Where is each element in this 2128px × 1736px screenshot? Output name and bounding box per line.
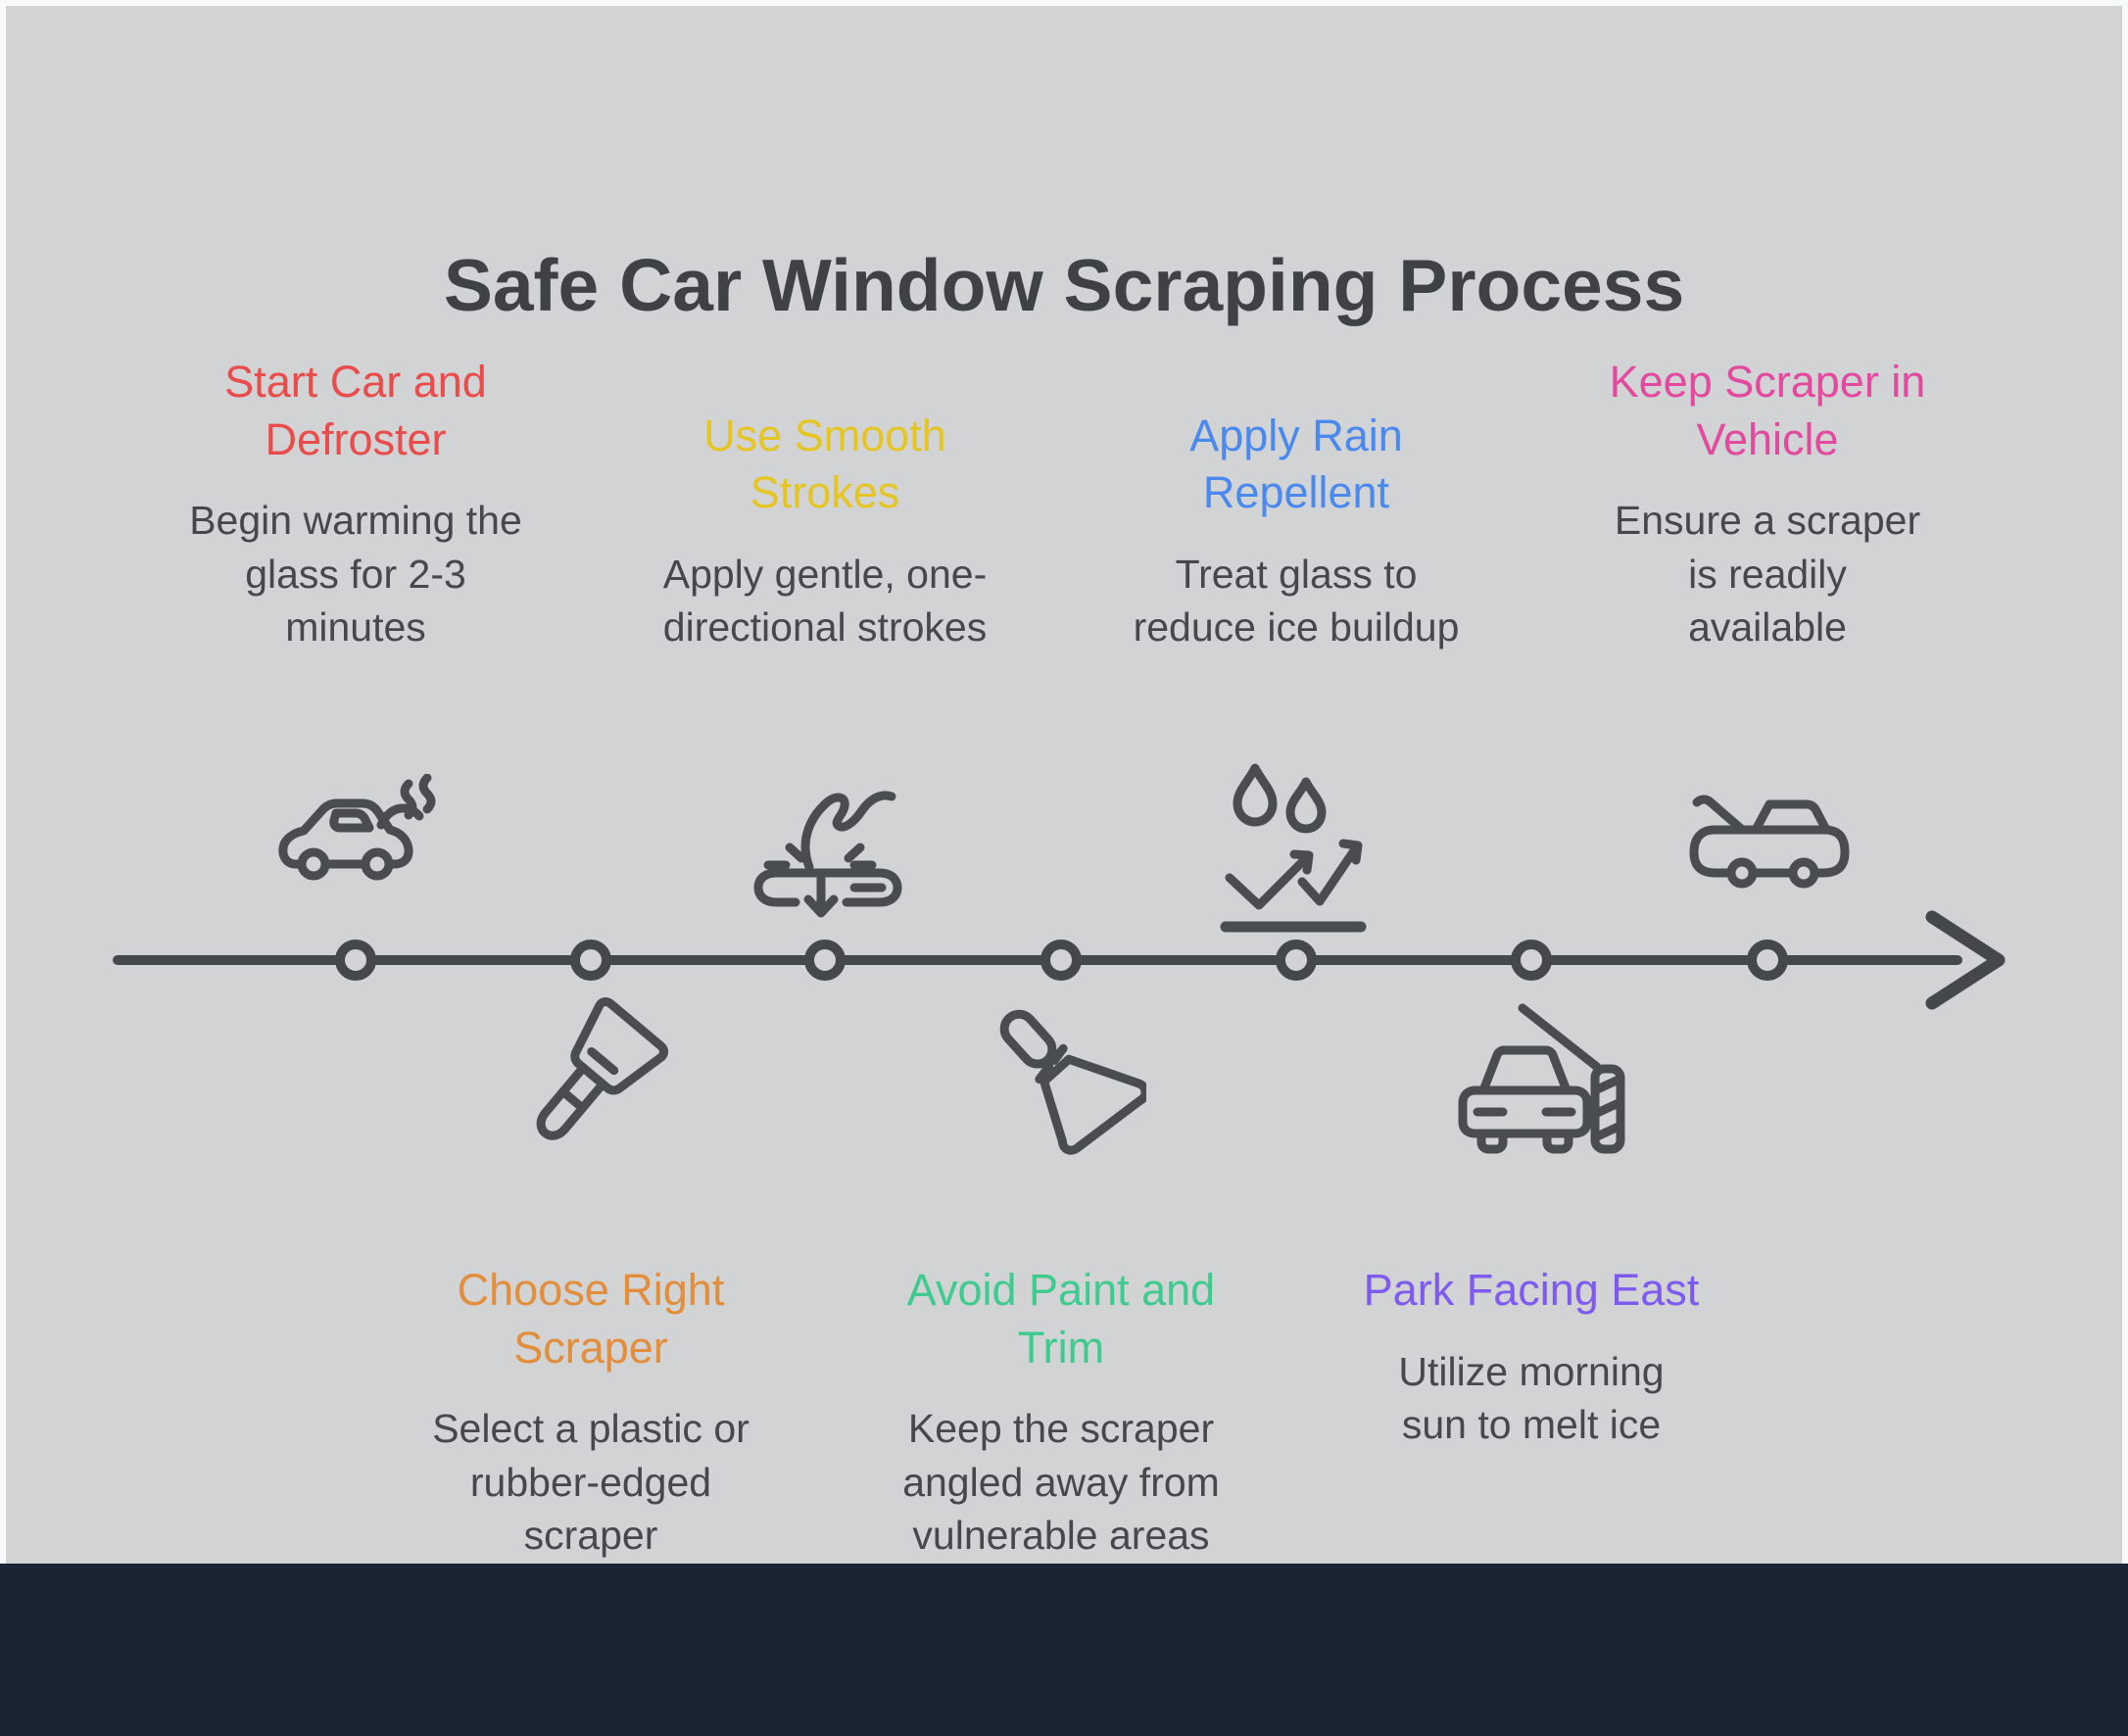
timeline-node [1276, 940, 1317, 981]
timeline-node [804, 940, 846, 981]
step-avoid-paint-and-trim: Avoid Paint and Trim Keep the scraper an… [855, 1262, 1267, 1563]
step-title: Keep Scraper in Vehicle [1609, 357, 1926, 464]
footer-bar [0, 1564, 2128, 1736]
step-title: Choose Right Scraper [457, 1265, 725, 1373]
step-title: Park Facing East [1363, 1265, 1700, 1315]
step-title: Avoid Paint and Trim [906, 1265, 1216, 1373]
rain-repellent-icon [1212, 747, 1378, 938]
step-keep-scraper-in-vehicle: Keep Scraper in Vehicle Ensure a scraper… [1562, 354, 1973, 654]
parking-barrier-icon [1440, 994, 1626, 1171]
step-title: Apply Rain Repellent [1189, 410, 1403, 518]
infographic-panel [6, 6, 2122, 1564]
step-title: Start Car and Defroster [224, 357, 487, 464]
car-defroster-icon [275, 774, 442, 901]
putty-knife-icon [980, 989, 1146, 1166]
step-description: Begin warming the glass for 2-3 minutes [189, 498, 522, 651]
open-trunk-car-icon [1681, 777, 1858, 894]
step-use-smooth-strokes: Use Smooth Strokes Apply gentle, one-dir… [619, 408, 1031, 654]
step-description: Select a plastic or rubber-edged scraper [432, 1406, 750, 1559]
step-start-car-and-defroster: Start Car and Defroster Begin warming th… [150, 354, 561, 654]
timeline [113, 910, 2006, 1010]
timeline-arrowhead-icon [1925, 910, 2006, 1010]
page-title: Safe Car Window Scraping Process [443, 244, 1685, 327]
step-apply-rain-repellent: Apply Rain Repellent Treat glass to redu… [1090, 408, 1502, 654]
step-description: Apply gentle, one-directional strokes [662, 551, 988, 651]
smooth-strokes-icon [745, 757, 911, 924]
step-description: Utilize morning sun to melt ice [1398, 1348, 1665, 1448]
step-description: Keep the scraper angled away from vulner… [902, 1406, 1220, 1559]
step-description: Treat glass to reduce ice buildup [1133, 551, 1460, 651]
timeline-node [570, 940, 611, 981]
scraper-icon [507, 987, 673, 1173]
timeline-node [1511, 940, 1552, 981]
step-park-facing-east: Park Facing East Utilize morning sun to … [1326, 1262, 1737, 1452]
step-title: Use Smooth Strokes [703, 410, 946, 518]
step-description: Ensure a scraper is readily available [1614, 498, 1921, 651]
timeline-node [1040, 940, 1082, 981]
timeline-node [1747, 940, 1788, 981]
timeline-node [335, 940, 376, 981]
step-choose-right-scraper: Choose Right Scraper Select a plastic or… [385, 1262, 797, 1563]
